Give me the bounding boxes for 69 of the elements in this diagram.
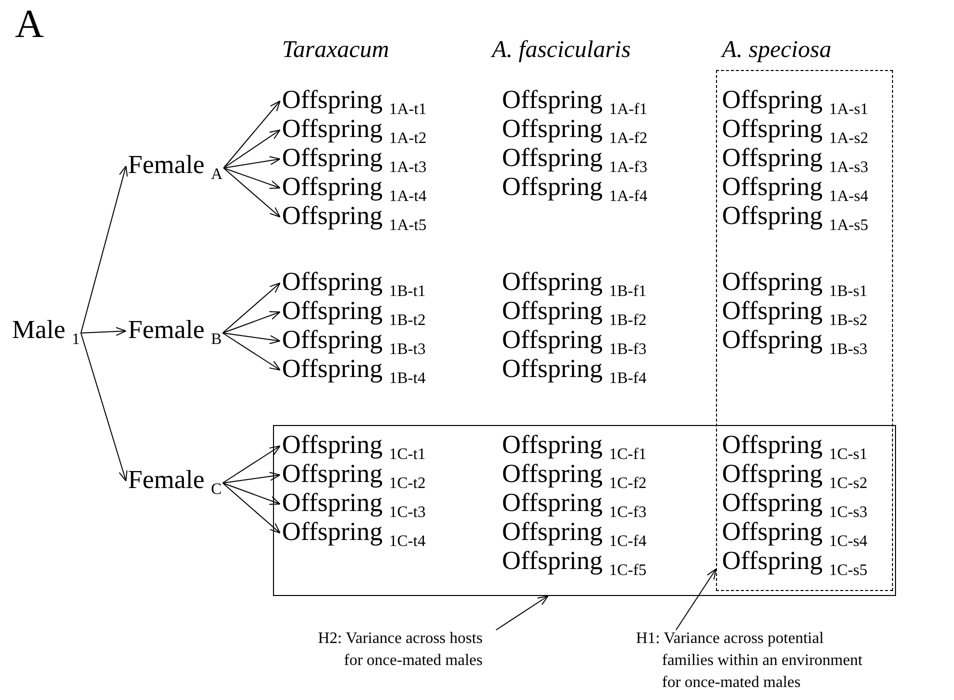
arrow (222, 332, 280, 344)
offspring-label: Offspring $_{1A-s3}$ (722, 143, 868, 173)
offspring-label: Offspring $_{1A-s5}$ (722, 201, 868, 231)
offspring-label: Offspring $_{1B-f3}$ (502, 325, 646, 355)
offspring-label: Offspring $_{1C-f3}$ (502, 488, 646, 518)
arrow (223, 168, 280, 189)
offspring-label: Offspring $_{1B-f1}$ (502, 267, 646, 297)
offspring-label: Offspring $_{1B-s3}$ (722, 325, 868, 355)
arrow (222, 482, 280, 505)
offspring-label: Offspring $_{1C-f2}$ (502, 459, 646, 489)
column-header: A. fascicularis (492, 36, 631, 64)
offspring-label: Offspring $_{1A-s4}$ (722, 172, 868, 202)
arrow (222, 482, 280, 534)
panel-letter: A (15, 2, 44, 46)
offspring-label: Offspring $_{1B-t4}$ (282, 354, 426, 384)
offspring-label: Offspring $_{1B-t2}$ (282, 296, 426, 326)
arrow (222, 311, 280, 334)
offspring-label: Offspring $_{1B-s2}$ (722, 296, 868, 326)
offspring-label: Offspring $_{1A-f4}$ (502, 172, 648, 202)
arrow (223, 156, 280, 168)
offspring-label: Offspring $_{1A-f2}$ (502, 114, 648, 144)
arrow (222, 282, 280, 334)
offspring-label: Offspring $_{1B-f2}$ (502, 296, 646, 326)
offspring-label: Offspring $_{1C-s1}$ (722, 430, 868, 460)
hypothesis-note: H2: Variance across hosts for once-mated males (318, 628, 500, 672)
offspring-label: Offspring $_{1C-s4}$ (722, 517, 868, 547)
offspring-label: Offspring $_{1A-t5}$ (282, 201, 426, 231)
group-frame (273, 425, 896, 596)
column-header: Taraxacum (282, 36, 390, 64)
offspring-label: Offspring $_{1C-f4}$ (502, 517, 646, 547)
offspring-label: Offspring $_{1C-f1}$ (502, 430, 646, 460)
offspring-label: Offspring $_{1C-t1}$ (282, 430, 426, 460)
column-header: A. speciosa (722, 36, 832, 64)
offspring-label: Offspring $_{1C-s3}$ (722, 488, 868, 518)
individual-label: Female $_{B}$ (128, 315, 222, 345)
arrow (80, 332, 128, 482)
arrow (223, 100, 280, 168)
offspring-label: Offspring $_{1A-s2}$ (722, 114, 868, 144)
offspring-label: Offspring $_{1C-t4}$ (282, 517, 426, 547)
offspring-label: Offspring $_{1B-t1}$ (282, 267, 426, 297)
offspring-label: Offspring $_{1B-f4}$ (502, 354, 646, 384)
individual-label: Female $_{A}$ (128, 150, 223, 180)
arrow (223, 168, 280, 218)
dashed-frame (716, 70, 893, 591)
offspring-label: Offspring $_{1C-t2}$ (282, 459, 426, 489)
individual-label: Female $_{C}$ (128, 465, 222, 495)
offspring-label: Offspring $_{1A-t4}$ (282, 172, 426, 202)
offspring-label: Offspring $_{1C-s2}$ (722, 459, 868, 489)
arrow (80, 326, 126, 336)
arrow (222, 446, 280, 484)
leader-arrow (496, 596, 548, 630)
offspring-label: Offspring $_{1A-s1}$ (722, 85, 868, 115)
arrow (80, 166, 128, 334)
offspring-label: Offspring $_{1C-f5}$ (502, 546, 646, 576)
offspring-label: Offspring $_{1A-f1}$ (502, 85, 648, 115)
offspring-label: Offspring $_{1C-t3}$ (282, 488, 426, 518)
offspring-label: Offspring $_{1A-f3}$ (502, 143, 648, 173)
offspring-label: Offspring $_{1B-s1}$ (722, 267, 868, 297)
offspring-label: Offspring $_{1A-t2}$ (282, 114, 426, 144)
arrow (222, 472, 280, 484)
offspring-label: Offspring $_{1C-s5}$ (722, 546, 868, 576)
individual-label: Male $_{1}$ (12, 315, 80, 345)
offspring-label: Offspring $_{1A-t1}$ (282, 85, 426, 115)
offspring-label: Offspring $_{1A-t3}$ (282, 143, 426, 173)
arrow (222, 332, 280, 370)
leader-arrow (676, 568, 716, 630)
arrow (223, 130, 280, 168)
offspring-label: Offspring $_{1B-t3}$ (282, 325, 426, 355)
hypothesis-note: H1: Variance across potential families within an environment for once-mated males (636, 628, 870, 694)
